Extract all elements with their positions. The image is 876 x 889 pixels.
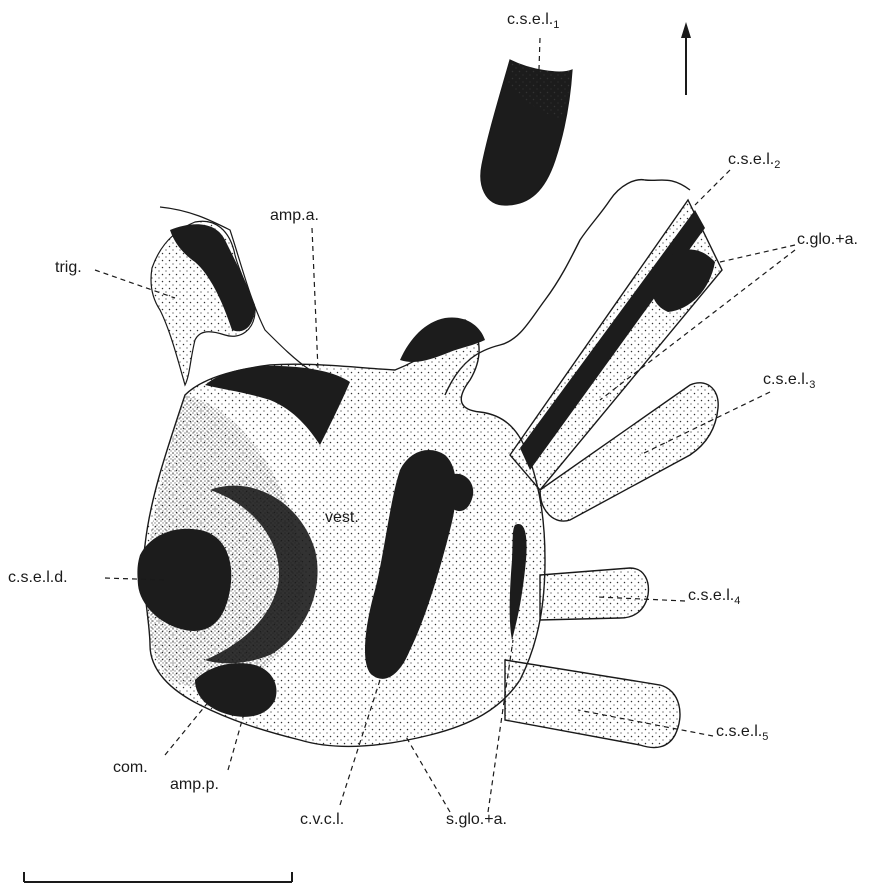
label-csel5-text: c.s.e.l. bbox=[716, 723, 762, 740]
label-csel1-text: c.s.e.l. bbox=[507, 11, 553, 28]
label-cglo: c.glo.+a. bbox=[797, 232, 858, 248]
label-ampa: amp.a. bbox=[270, 208, 319, 224]
label-csel4: c.s.e.l.4 bbox=[688, 588, 740, 607]
label-csel4-text: c.s.e.l. bbox=[688, 587, 734, 604]
label-trig: trig. bbox=[55, 260, 82, 276]
label-csel2-text: c.s.e.l. bbox=[728, 151, 774, 168]
label-vest: vest. bbox=[325, 510, 359, 526]
label-csel5-sub: 5 bbox=[762, 731, 768, 743]
label-cseld: c.s.e.l.d. bbox=[8, 570, 68, 586]
label-csel5: c.s.e.l.5 bbox=[716, 724, 768, 743]
label-csel3: c.s.e.l.3 bbox=[763, 372, 815, 391]
label-csel4-sub: 4 bbox=[734, 595, 740, 607]
up-arrow-icon bbox=[681, 22, 691, 95]
label-csel2-sub: 2 bbox=[774, 159, 780, 171]
label-csel2: c.s.e.l.2 bbox=[728, 152, 780, 171]
label-sglo: s.glo.+a. bbox=[446, 812, 507, 828]
label-com: com. bbox=[113, 760, 148, 776]
label-cvcl: c.v.c.l. bbox=[300, 812, 344, 828]
label-csel1: c.s.e.l.1 bbox=[507, 12, 559, 31]
label-csel1-sub: 1 bbox=[553, 19, 559, 31]
scale-bar bbox=[24, 872, 292, 882]
csel5-shape bbox=[505, 660, 680, 748]
csel4-shape bbox=[540, 568, 648, 620]
label-csel3-text: c.s.e.l. bbox=[763, 371, 809, 388]
label-csel3-sub: 3 bbox=[809, 379, 815, 391]
label-ampp: amp.p. bbox=[170, 777, 219, 793]
